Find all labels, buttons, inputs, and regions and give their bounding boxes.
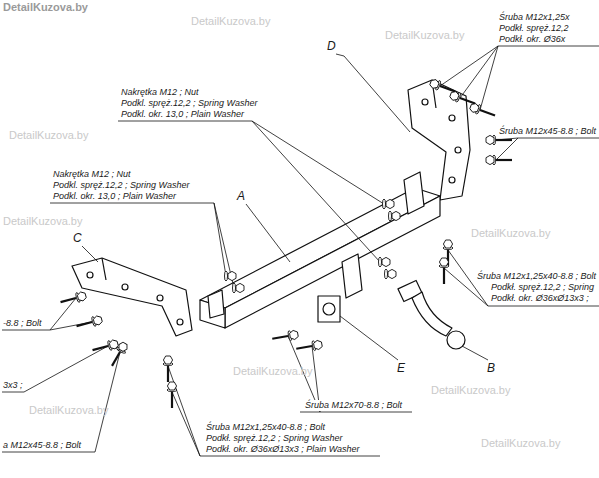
part-callout: Podkł. okr. Ø36xØ13x3 ; xyxy=(490,293,590,304)
part-callout: Śruba M12x45-8.8 ; Bolt xyxy=(498,126,597,137)
bracket-c xyxy=(72,258,192,336)
ball-hitch-b xyxy=(412,292,452,336)
part-callout: Podkl. okr. 13,0 ; Plain Washer xyxy=(120,109,245,120)
nut-symbol xyxy=(383,199,395,209)
part-callout: Podkł. okr. Ø36xØ13x3 ; Plain Washer xyxy=(205,444,361,455)
watermark: DetailKuzova.by xyxy=(232,366,314,377)
nut-symbol xyxy=(225,271,237,281)
part-callout: Nakrętka M12 ; Nut xyxy=(120,87,200,98)
bolt-symbol xyxy=(163,356,173,382)
watermark: DetailKuzova.by xyxy=(480,438,562,449)
watermark: DetailKuzova.by xyxy=(8,130,90,141)
nut-symbol xyxy=(233,283,245,293)
part-letter: D xyxy=(326,40,337,53)
bolt-symbol xyxy=(295,339,322,353)
part-callout: Śruba M12x70-8.8 ; Bolt xyxy=(304,400,403,411)
bolt-symbol xyxy=(108,341,130,369)
bolt-symbol xyxy=(439,258,449,284)
part-callout: Podkł. okr. Ø36x xyxy=(498,34,566,45)
socket-plate-e xyxy=(318,296,340,322)
nut-symbol xyxy=(389,211,401,221)
leader-lines xyxy=(2,46,599,456)
part-callout: Podkl. okr. 13,0 ; Plain Washer xyxy=(52,191,177,202)
part-letter: B xyxy=(486,362,496,375)
part-callout: Podkl. spręż.12,2 ; Spring Washer xyxy=(52,180,190,191)
part-letter: E xyxy=(396,362,406,375)
watermark: DetailKuzova.by xyxy=(28,405,110,416)
part-callout: 3x3 ; xyxy=(2,380,24,391)
part-callout: Nakrętka M12 ; Nut xyxy=(52,169,132,180)
part-callout: Podkł. spręż.12,2 ; Spring Washer xyxy=(205,433,343,444)
bolt-symbol xyxy=(271,329,298,343)
part-letter: C xyxy=(72,232,83,245)
bolt-symbol xyxy=(167,382,177,408)
watermark: DetailKuzova.by xyxy=(190,16,272,27)
part-callout: Śruba M12x1,25x40-8.8 ; Bolt xyxy=(476,271,597,282)
bolt-symbol xyxy=(486,155,512,165)
watermark: DetailKuzova.by xyxy=(430,385,512,396)
part-callout: Podkł. spręż.12,2 xyxy=(498,23,570,34)
part-letter: A xyxy=(236,190,246,203)
nut-symbol xyxy=(385,269,397,279)
watermark: DetailKuzova.by xyxy=(2,216,84,227)
nut-symbol xyxy=(379,257,391,267)
fasteners xyxy=(59,78,512,408)
watermark: DetailKuzova.by xyxy=(384,30,466,41)
bolt-symbol xyxy=(75,315,103,331)
beam-a xyxy=(200,188,440,308)
part-callout: Śruba M12x1,25x xyxy=(498,12,571,23)
bolt-symbol xyxy=(91,339,119,355)
bolt-symbol xyxy=(59,291,87,307)
bolt-symbol xyxy=(469,102,497,120)
watermark: DetailKuzova.by xyxy=(2,2,89,13)
part-callout: Podkł. spręż.12,2 ; Spring xyxy=(490,282,595,293)
watermark: DetailKuzova.by xyxy=(470,228,552,239)
part-callout: -8.8 ; Bolt xyxy=(2,318,43,329)
part-callout: a M12x45-8.8 ; Bolt xyxy=(2,440,82,451)
part-callout: Podkl. spręż.12,2 ; Spring Washer xyxy=(120,98,258,109)
part-callout: Śruba M12x1,25x40-8.8 ; Bolt xyxy=(205,422,326,433)
